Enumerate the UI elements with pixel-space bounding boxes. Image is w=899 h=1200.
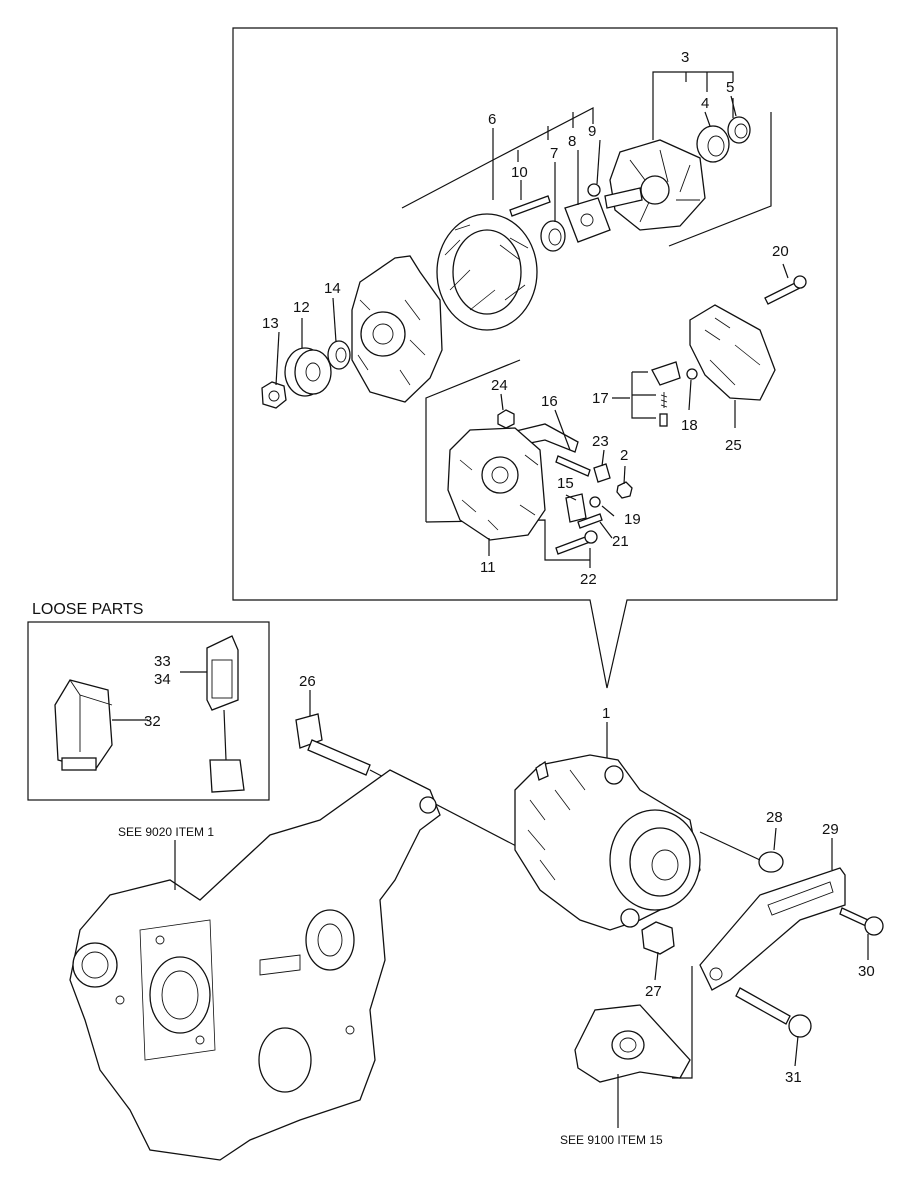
callout-16: 16	[541, 393, 558, 410]
callout-24: 24	[491, 377, 508, 394]
bolt-31	[672, 966, 812, 1079]
front-housing	[351, 255, 443, 403]
callout-labels: 1 2 3 4 5 6 7 8 9 10 11 12 13 14 15 16 1…	[144, 49, 875, 1086]
loose-parts-box	[27, 621, 270, 801]
pulley-12	[284, 347, 332, 397]
callout-4: 4	[701, 95, 709, 112]
callout-15: 15	[557, 475, 574, 492]
bolt-30	[839, 907, 884, 936]
callout-25: 25	[725, 437, 742, 454]
terminal-bolt	[555, 455, 591, 477]
callout-20: 20	[772, 243, 789, 260]
callout-11: 11	[480, 559, 496, 576]
gear-case-9020	[69, 769, 441, 1161]
leader-lines	[112, 72, 869, 1128]
callout-32: 32	[144, 713, 161, 730]
insulator-23	[593, 463, 611, 483]
callout-12: 12	[293, 299, 310, 316]
callout-28: 28	[766, 809, 783, 826]
callout-27: 27	[645, 983, 662, 1000]
screw-9	[587, 183, 601, 197]
alternator-1	[514, 754, 701, 931]
callout-10: 10	[511, 164, 528, 181]
brush-holder-17	[631, 361, 681, 427]
callout-23: 23	[592, 433, 609, 450]
callout-30: 30	[858, 963, 875, 980]
stud-bolt-10	[509, 195, 551, 217]
callout-9: 9	[588, 123, 596, 140]
rotor-assembly	[604, 139, 706, 231]
mount-bracket-9100	[574, 1004, 691, 1083]
callout-7: 7	[550, 145, 558, 162]
spacer-28	[699, 831, 784, 873]
callout-34: 34	[154, 671, 171, 688]
nut-13	[261, 381, 287, 409]
callout-8: 8	[568, 133, 576, 150]
callout-1: 1	[602, 705, 610, 722]
callout-17: 17	[592, 390, 609, 407]
regulator-15	[565, 493, 587, 523]
screw-19	[589, 496, 601, 508]
bracket-29	[699, 867, 846, 991]
exploded-view-frame	[232, 27, 838, 689]
nut-2	[616, 481, 633, 499]
screw-18	[686, 368, 698, 380]
callout-21: 21	[612, 533, 629, 550]
note-see-9020: SEE 9020 ITEM 1	[118, 825, 214, 839]
callout-18: 18	[681, 417, 698, 434]
note-see-9100: SEE 9100 ITEM 15	[560, 1133, 663, 1147]
stator-6	[436, 213, 538, 331]
callout-2: 2	[620, 447, 628, 464]
bearing-7	[540, 220, 566, 252]
callout-3: 3	[681, 49, 689, 66]
callout-6: 6	[488, 111, 496, 128]
nut-27	[641, 921, 675, 955]
ring-14	[327, 340, 351, 370]
bearing-4	[696, 125, 730, 163]
rear-cover-25	[689, 304, 776, 401]
callout-13: 13	[262, 315, 279, 332]
end-frame-11	[447, 427, 546, 541]
callout-14: 14	[324, 280, 341, 297]
nut-24	[497, 409, 515, 429]
ring-5	[727, 116, 751, 144]
retainer-plate-8	[564, 197, 611, 243]
loose-parts-title: LOOSE PARTS	[32, 601, 143, 618]
callout-31: 31	[785, 1069, 802, 1086]
bolt-21	[577, 513, 603, 529]
relay-32	[54, 679, 113, 771]
callout-5: 5	[726, 79, 734, 96]
regulator-33-34	[206, 635, 245, 793]
callout-29: 29	[822, 821, 839, 838]
callout-33: 33	[154, 653, 171, 670]
callout-26: 26	[299, 673, 316, 690]
callout-22: 22	[580, 571, 597, 588]
callout-19: 19	[624, 511, 641, 528]
